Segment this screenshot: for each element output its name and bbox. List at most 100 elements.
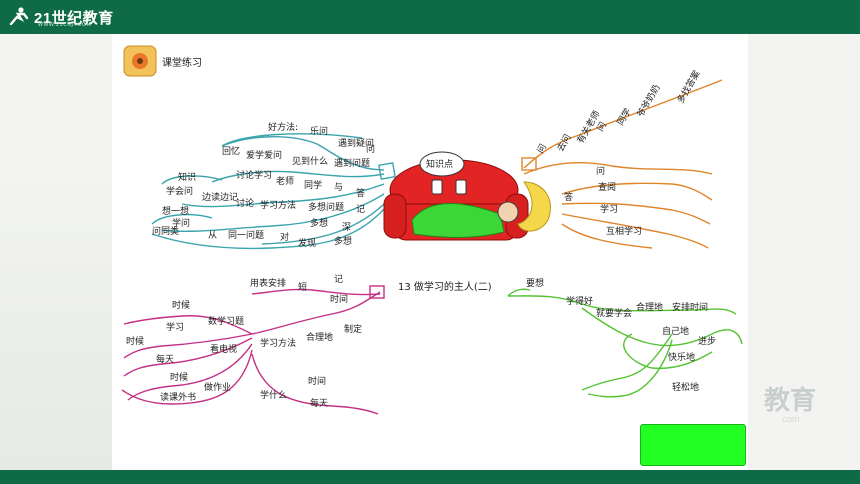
- tl-l4-3: 讨论: [236, 197, 254, 209]
- tr-top-5: 爷爷奶奶: [634, 82, 662, 119]
- bl-item-5: 看电视: [210, 343, 237, 355]
- tl-curve-1: [221, 136, 385, 171]
- green-blanket: [411, 202, 505, 238]
- tl-l6-2: 同一问题: [228, 229, 264, 241]
- tl-l3-0: 讨论学习: [236, 169, 272, 181]
- tl-l2-2: 见到什么: [292, 155, 328, 167]
- footer-bar: [0, 470, 860, 484]
- bl-item-8: 读课外书: [160, 391, 196, 403]
- bl-top-2: 记: [334, 274, 343, 285]
- br-curve-4: [581, 333, 673, 391]
- bl-curve-1: [251, 291, 381, 335]
- bl-item-10: 合理地: [306, 331, 333, 343]
- bl-item-2: 数学习题: [208, 315, 244, 327]
- tl-l6-0: 问同类: [152, 225, 179, 237]
- tl-l5-0: 想一想: [162, 205, 189, 217]
- bl-item-3: 时候: [126, 335, 144, 347]
- tr-item-2: 查阅: [598, 181, 616, 193]
- tl-flag: [378, 162, 396, 180]
- tr-curve-3: [561, 182, 713, 201]
- bl-top-0: 用表安排: [250, 277, 286, 289]
- tr-item-4: 互相学习: [606, 225, 642, 237]
- bl-curve-4: [123, 333, 253, 359]
- brand-url: WWW.21CNJY.COM: [38, 22, 92, 28]
- tr-top-1: 去问: [554, 132, 573, 154]
- bl-top-3: 时间: [330, 293, 348, 305]
- tr-top-4: 同学: [614, 106, 633, 128]
- bl-item-13: 时间: [308, 375, 326, 387]
- br-item-5: 进步: [698, 336, 716, 347]
- flower-dot: [137, 58, 143, 64]
- tl-l3-3: 与: [334, 182, 343, 193]
- brand-logo[interactable]: 21世纪教育: [8, 5, 114, 29]
- bl-item-1: 学习: [166, 321, 184, 333]
- bl-item-7: 做作业: [204, 381, 231, 393]
- tl-l6-4: 发现: [298, 237, 316, 249]
- person-head: [497, 201, 519, 223]
- br-item-1: 就要学会: [596, 307, 632, 319]
- tl-curve-5: [261, 203, 385, 245]
- center-title: 13 做学习的主人(二): [398, 280, 492, 293]
- tr-item-0: 答: [564, 191, 573, 203]
- slide-title: 课堂练习: [162, 56, 202, 69]
- tl-curve-2: [211, 170, 385, 183]
- tl-l5-2: 多想: [310, 217, 328, 229]
- tl-curve-9: [151, 213, 213, 225]
- tl-curve-6: [151, 208, 385, 250]
- br-item-6: 快乐地: [668, 351, 695, 363]
- tl-l4-1: 学会问: [166, 185, 193, 197]
- tl-l1-1: 遇到疑问: [338, 137, 374, 149]
- tl-l4-5: 多想问题: [308, 201, 344, 213]
- bl-item-11: 制定: [344, 323, 362, 335]
- watermark-text: 教育: [764, 385, 817, 415]
- tl-l1-2: 问: [366, 143, 375, 155]
- bottom-right-branch: [507, 288, 743, 398]
- watermark-sub: .com: [780, 414, 800, 424]
- tr-flag: [521, 157, 537, 171]
- tr-curve-2: [523, 162, 713, 175]
- tl-l4-6: 记: [356, 204, 365, 215]
- tr-item-1: 问: [596, 165, 605, 177]
- bottom-left-branch: [121, 285, 385, 415]
- bl-item-4: 每天: [156, 353, 174, 365]
- tl-l3-4: 答: [356, 187, 365, 199]
- bl-curve-2: [251, 288, 381, 296]
- tl-l6-5: 多想: [334, 235, 352, 247]
- br-curve-6: [711, 329, 743, 345]
- bl-curve-8: [251, 353, 379, 415]
- tl-l2-1: 爱学爱问: [246, 149, 282, 161]
- book-icon-2: [455, 179, 467, 195]
- tr-top-0: 问: [534, 142, 549, 156]
- book-icon-1: [431, 179, 443, 195]
- tl-top-label: 好方法:: [268, 121, 298, 133]
- top-left-branch: [151, 133, 396, 250]
- tl-l2-0: 回忆: [222, 145, 240, 157]
- tl-l4-4: 学习方法: [260, 199, 296, 211]
- tl-l3-1: 老师: [276, 175, 294, 187]
- tl-l1-0: 乐问: [310, 125, 328, 137]
- bl-item-0: 时候: [172, 299, 190, 311]
- header-bar: 21世纪教育 WWW.21CNJY.COM: [0, 0, 860, 34]
- tl-curve-7: [221, 133, 363, 147]
- tl-curve-3: [181, 183, 385, 208]
- speech-bubble: [419, 151, 465, 177]
- tl-l4-2: 边读边记: [202, 191, 238, 203]
- green-action-button[interactable]: [640, 424, 746, 466]
- bl-curve-7: [121, 349, 253, 405]
- br-top: 要想: [526, 277, 544, 289]
- br-curve-1: [507, 295, 737, 315]
- tl-curve-8: [161, 175, 223, 185]
- sofa-illustration: 知识点: [383, 151, 551, 241]
- tl-l3-2: 同学: [304, 179, 322, 191]
- mind-map: 课堂练习 好方法: 乐问 遇到疑问 问 回忆 爱学爱问 见到什么 遇到问题 讨论…: [121, 45, 743, 415]
- tr-item-3: 学习: [600, 203, 618, 215]
- tr-curve-6: [561, 223, 653, 249]
- br-curve-3: [623, 333, 713, 370]
- tr-curve-5: [561, 213, 709, 249]
- tl-l5-3: 深: [342, 222, 351, 233]
- bl-item-12: 学什么: [260, 389, 287, 401]
- moon-icon: [517, 181, 551, 232]
- brand-name: 21世纪教育: [34, 9, 114, 27]
- top-right-branch: [521, 79, 723, 249]
- bl-curve-5: [123, 337, 253, 377]
